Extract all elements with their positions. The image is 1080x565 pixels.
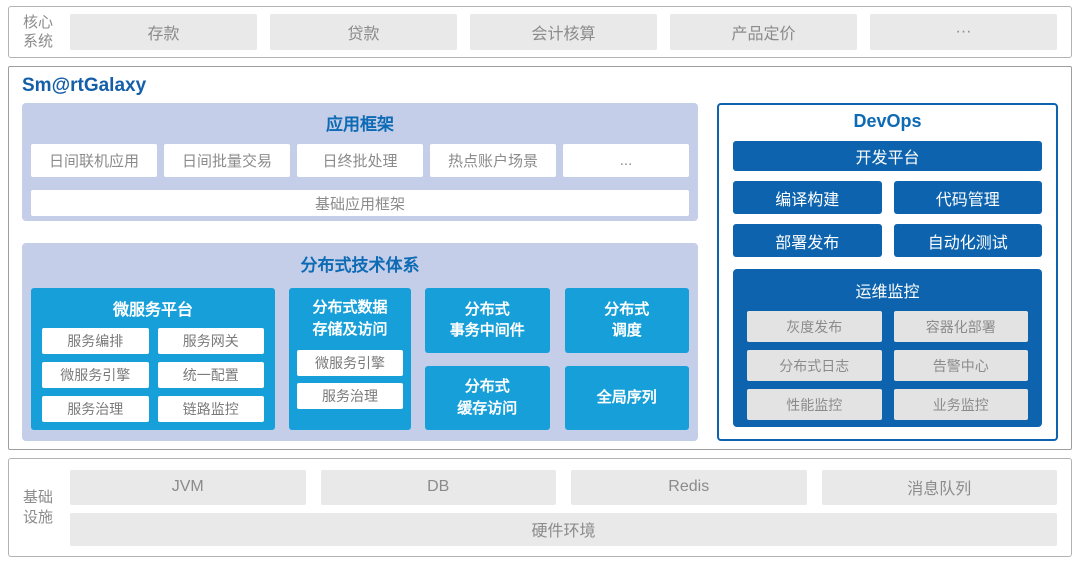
microservice-item: 服务编排 [42,328,149,354]
data-storage-item: 微服务引擎 [297,349,403,376]
microservice-platform-title: 微服务平台 [112,302,193,319]
base-app-framework-box: 基础应用框架 [31,190,689,216]
dist-tech-title: 分布式技术体系 [300,256,420,275]
devops-title: DevOps [853,111,922,131]
hardware-env-box: 硬件环境 [70,512,1057,546]
core-system-bar: 核心系统 存款 贷款 会计核算 产品定价 ··· [8,6,1072,58]
ops-monitor-item: 业务监控 [893,389,1028,420]
smartgalaxy-body: 应用框架 日间联机应用 日间批量交易 日终批处理 热点账户场景 ... 基础应用… [22,103,1058,441]
infrastructure-bar: 基础设施 JVM DB Redis 消息队列 硬件环境 [8,458,1072,557]
devops-row: 部署发布 自动化测试 [733,224,1042,257]
app-framework-item: 热点账户场景 [430,144,556,177]
devops-test-box: 自动化测试 [893,224,1042,257]
microservice-item: 微服务引擎 [42,362,149,388]
devops-deploy-box: 部署发布 [733,224,882,257]
infra-jvm-box: JVM [70,469,306,505]
core-module-pricing: 产品定价 [670,14,857,50]
dist-scheduler-block: 分布式 调度 [564,288,689,353]
galaxy-left-column: 应用框架 日间联机应用 日间批量交易 日终批处理 热点账户场景 ... 基础应用… [22,103,698,441]
devops-code-box: 代码管理 [893,181,1042,214]
data-storage-title: 分布式数据 存储及访问 [312,299,388,338]
devops-panel: DevOps 开发平台 编译构建 代码管理 部署发布 自动化测试 运维监控 灰度… [717,103,1058,441]
core-module-ellipsis: ··· [870,14,1057,50]
dist-tech-body: 微服务平台 服务编排 服务网关 微服务引擎 统一配置 服务治理 链路监控 [31,288,689,430]
infra-mq-box: 消息队列 [821,469,1057,505]
infra-db-box: DB [320,469,556,505]
core-system-label: 核心系统 [22,13,53,51]
ops-monitor-block: 运维监控 灰度发布 容器化部署 分布式日志 告警中心 性能监控 业务监控 [733,269,1042,427]
app-framework-panel: 应用框架 日间联机应用 日间批量交易 日终批处理 热点账户场景 ... 基础应用… [22,103,698,221]
dist-transaction-block: 分布式 事务中间件 [425,288,550,353]
app-framework-item-ellipsis: ... [563,144,689,177]
ops-monitor-title: 运维监控 [855,284,920,301]
global-sequence-block: 全局序列 [564,365,689,430]
devops-build-box: 编译构建 [733,181,882,214]
core-module-deposit: 存款 [70,14,257,50]
dist-cache-block: 分布式 缓存访问 [425,365,550,430]
ops-monitor-item: 分布式日志 [747,350,882,381]
app-framework-title: 应用框架 [326,115,394,134]
microservice-item: 服务网关 [157,328,264,354]
app-framework-item: 日间批量交易 [164,144,290,177]
app-framework-item: 日间联机应用 [31,144,157,177]
devops-row: 编译构建 代码管理 [733,181,1042,214]
ops-monitor-item: 性能监控 [747,389,882,420]
microservice-platform-block: 微服务平台 服务编排 服务网关 微服务引擎 统一配置 服务治理 链路监控 [31,288,275,430]
infrastructure-label: 基础设施 [22,489,53,526]
dev-platform-box: 开发平台 [733,141,1042,171]
app-framework-row: 日间联机应用 日间批量交易 日终批处理 热点账户场景 ... [31,144,689,177]
ops-monitor-grid: 灰度发布 容器化部署 分布式日志 告警中心 性能监控 业务监控 [747,311,1028,420]
infrastructure-row: JVM DB Redis 消息队列 [70,469,1057,505]
ops-monitor-item: 告警中心 [893,350,1028,381]
ops-monitor-item: 容器化部署 [893,311,1028,342]
data-storage-block: 分布式数据 存储及访问 微服务引擎 服务治理 [289,288,411,430]
microservice-item: 服务治理 [42,396,149,422]
app-framework-item: 日终批处理 [297,144,423,177]
dist-tech-grid: 分布式 事务中间件 分布式 调度 分布式 缓存访问 全局序列 [425,288,689,430]
core-module-accounting: 会计核算 [470,14,657,50]
core-module-loan: 贷款 [270,14,457,50]
smartgalaxy-title: Sm@rtGalaxy [22,75,147,96]
data-storage-item: 服务治理 [297,382,403,409]
infra-redis-box: Redis [571,469,807,505]
microservice-grid: 服务编排 服务网关 微服务引擎 统一配置 服务治理 链路监控 [42,328,264,422]
infrastructure-body: JVM DB Redis 消息队列 硬件环境 [70,469,1057,546]
smartgalaxy-panel: Sm@rtGalaxy 应用框架 日间联机应用 日间批量交易 日终批处理 热点账… [8,66,1072,450]
ops-monitor-item: 灰度发布 [747,311,882,342]
microservice-item: 链路监控 [157,396,264,422]
dist-tech-panel: 分布式技术体系 微服务平台 服务编排 服务网关 微服务引擎 统一配置 服务治理 … [22,243,698,441]
microservice-item: 统一配置 [157,362,264,388]
